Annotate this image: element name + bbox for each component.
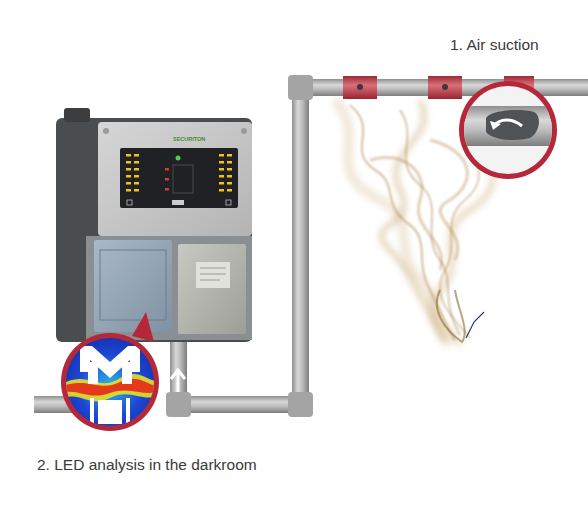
wire [466,312,484,338]
detector-module [94,240,246,334]
brand-label: SECURITON [173,136,205,142]
led-display [120,148,238,208]
detector-housing [56,108,252,342]
airflow-arrow [171,370,185,392]
zoom-pointer [132,312,154,342]
step-label: 1. Air suction [450,36,539,53]
sampling-hole-zoom [459,81,560,179]
darkroom-zoom [61,333,160,431]
pipe [34,75,588,417]
step-label: 2. LED analysis in the darkroom [37,456,257,473]
